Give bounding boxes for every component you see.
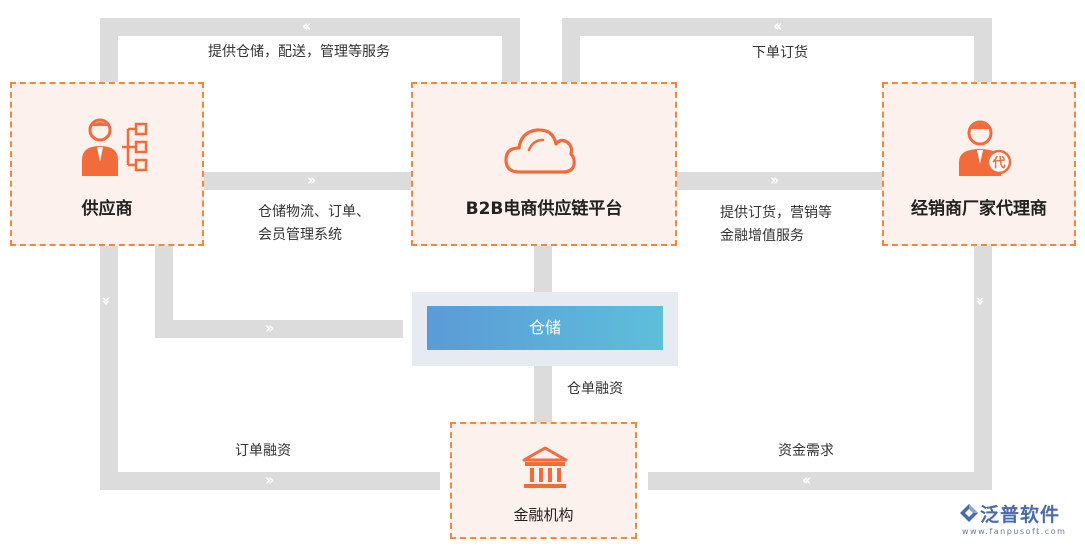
flow-band-warehouse-finance	[534, 366, 552, 422]
flow-band-order-finance-vertical	[100, 246, 118, 490]
distributor-title: 经销商厂家代理商	[911, 199, 1047, 219]
platform-title: B2B电商供应链平台	[465, 199, 623, 219]
chevron-down-icon: ››	[971, 296, 990, 303]
platform-node: B2B电商供应链平台	[411, 82, 677, 246]
edge-label-platform-distributor-line1: 提供订货，营销等	[720, 205, 832, 221]
edge-label-order-finance: 订单融资	[235, 443, 291, 459]
flow-band-platform-warehouse	[534, 246, 552, 292]
distributor-node: 代 经销商厂家代理商	[882, 82, 1076, 246]
chevron-right-icon: ››	[770, 171, 780, 189]
edge-label-top-right: 下单订货	[752, 45, 808, 61]
edge-label-supplier-platform-line1: 仓储物流、订单、	[258, 204, 370, 220]
chevron-right-icon: ››	[307, 171, 317, 189]
bank-building-icon	[522, 446, 568, 488]
finance-title: 金融机构	[513, 506, 574, 524]
svg-text:代: 代	[991, 155, 1005, 171]
flow-band-supplier-platform	[204, 172, 412, 190]
agent-person-icon: 代	[959, 120, 1012, 176]
brand-logo: 泛普软件 www.fanpusoft.com	[958, 498, 1078, 542]
flow-band-platform-distributor	[677, 172, 882, 190]
edge-label-platform-distributor-line2: 金融增值服务	[720, 228, 804, 244]
edge-label-top-left: 提供仓储，配送，管理等服务	[208, 44, 390, 60]
flow-band-top-left-horizontal	[100, 18, 520, 36]
flow-band-supplier-warehouse-vertical	[155, 246, 173, 338]
supplier-title: 供应商	[81, 199, 133, 219]
fanpu-logo-icon	[960, 504, 978, 522]
edge-label-supplier-platform-line2: 会员管理系统	[258, 227, 342, 243]
flow-band-top-right-vertical-b	[974, 18, 992, 82]
cloud-icon	[504, 128, 576, 174]
flow-band-capital-demand-vertical	[974, 246, 992, 490]
brand-url: www.fanpusoft.com	[962, 527, 1067, 536]
warehouse-bar: 仓储	[427, 306, 663, 350]
chevron-right-icon: ››	[265, 319, 275, 337]
person-org-chart-icon	[82, 118, 148, 176]
chevron-left-icon: ‹‹	[302, 17, 312, 35]
flow-band-top-right-horizontal	[562, 18, 992, 36]
finance-node: 金融机构	[450, 422, 637, 539]
chevron-down-icon: ››	[97, 296, 116, 303]
edge-label-warehouse-finance: 仓单融资	[567, 381, 623, 397]
chevron-left-icon: ‹‹	[773, 17, 783, 35]
chevron-left-icon: ‹‹	[802, 471, 812, 489]
flow-band-order-finance-horizontal	[100, 472, 440, 490]
flow-band-capital-demand-horizontal	[648, 472, 992, 490]
brand-name: 泛普软件	[980, 504, 1061, 526]
edge-label-capital-demand: 资金需求	[778, 443, 834, 459]
chevron-right-icon: ››	[265, 471, 275, 489]
supplier-node: 供应商	[10, 82, 204, 246]
flow-band-supplier-warehouse-horizontal	[155, 320, 403, 338]
flow-band-top-left-vertical-b	[502, 18, 520, 82]
